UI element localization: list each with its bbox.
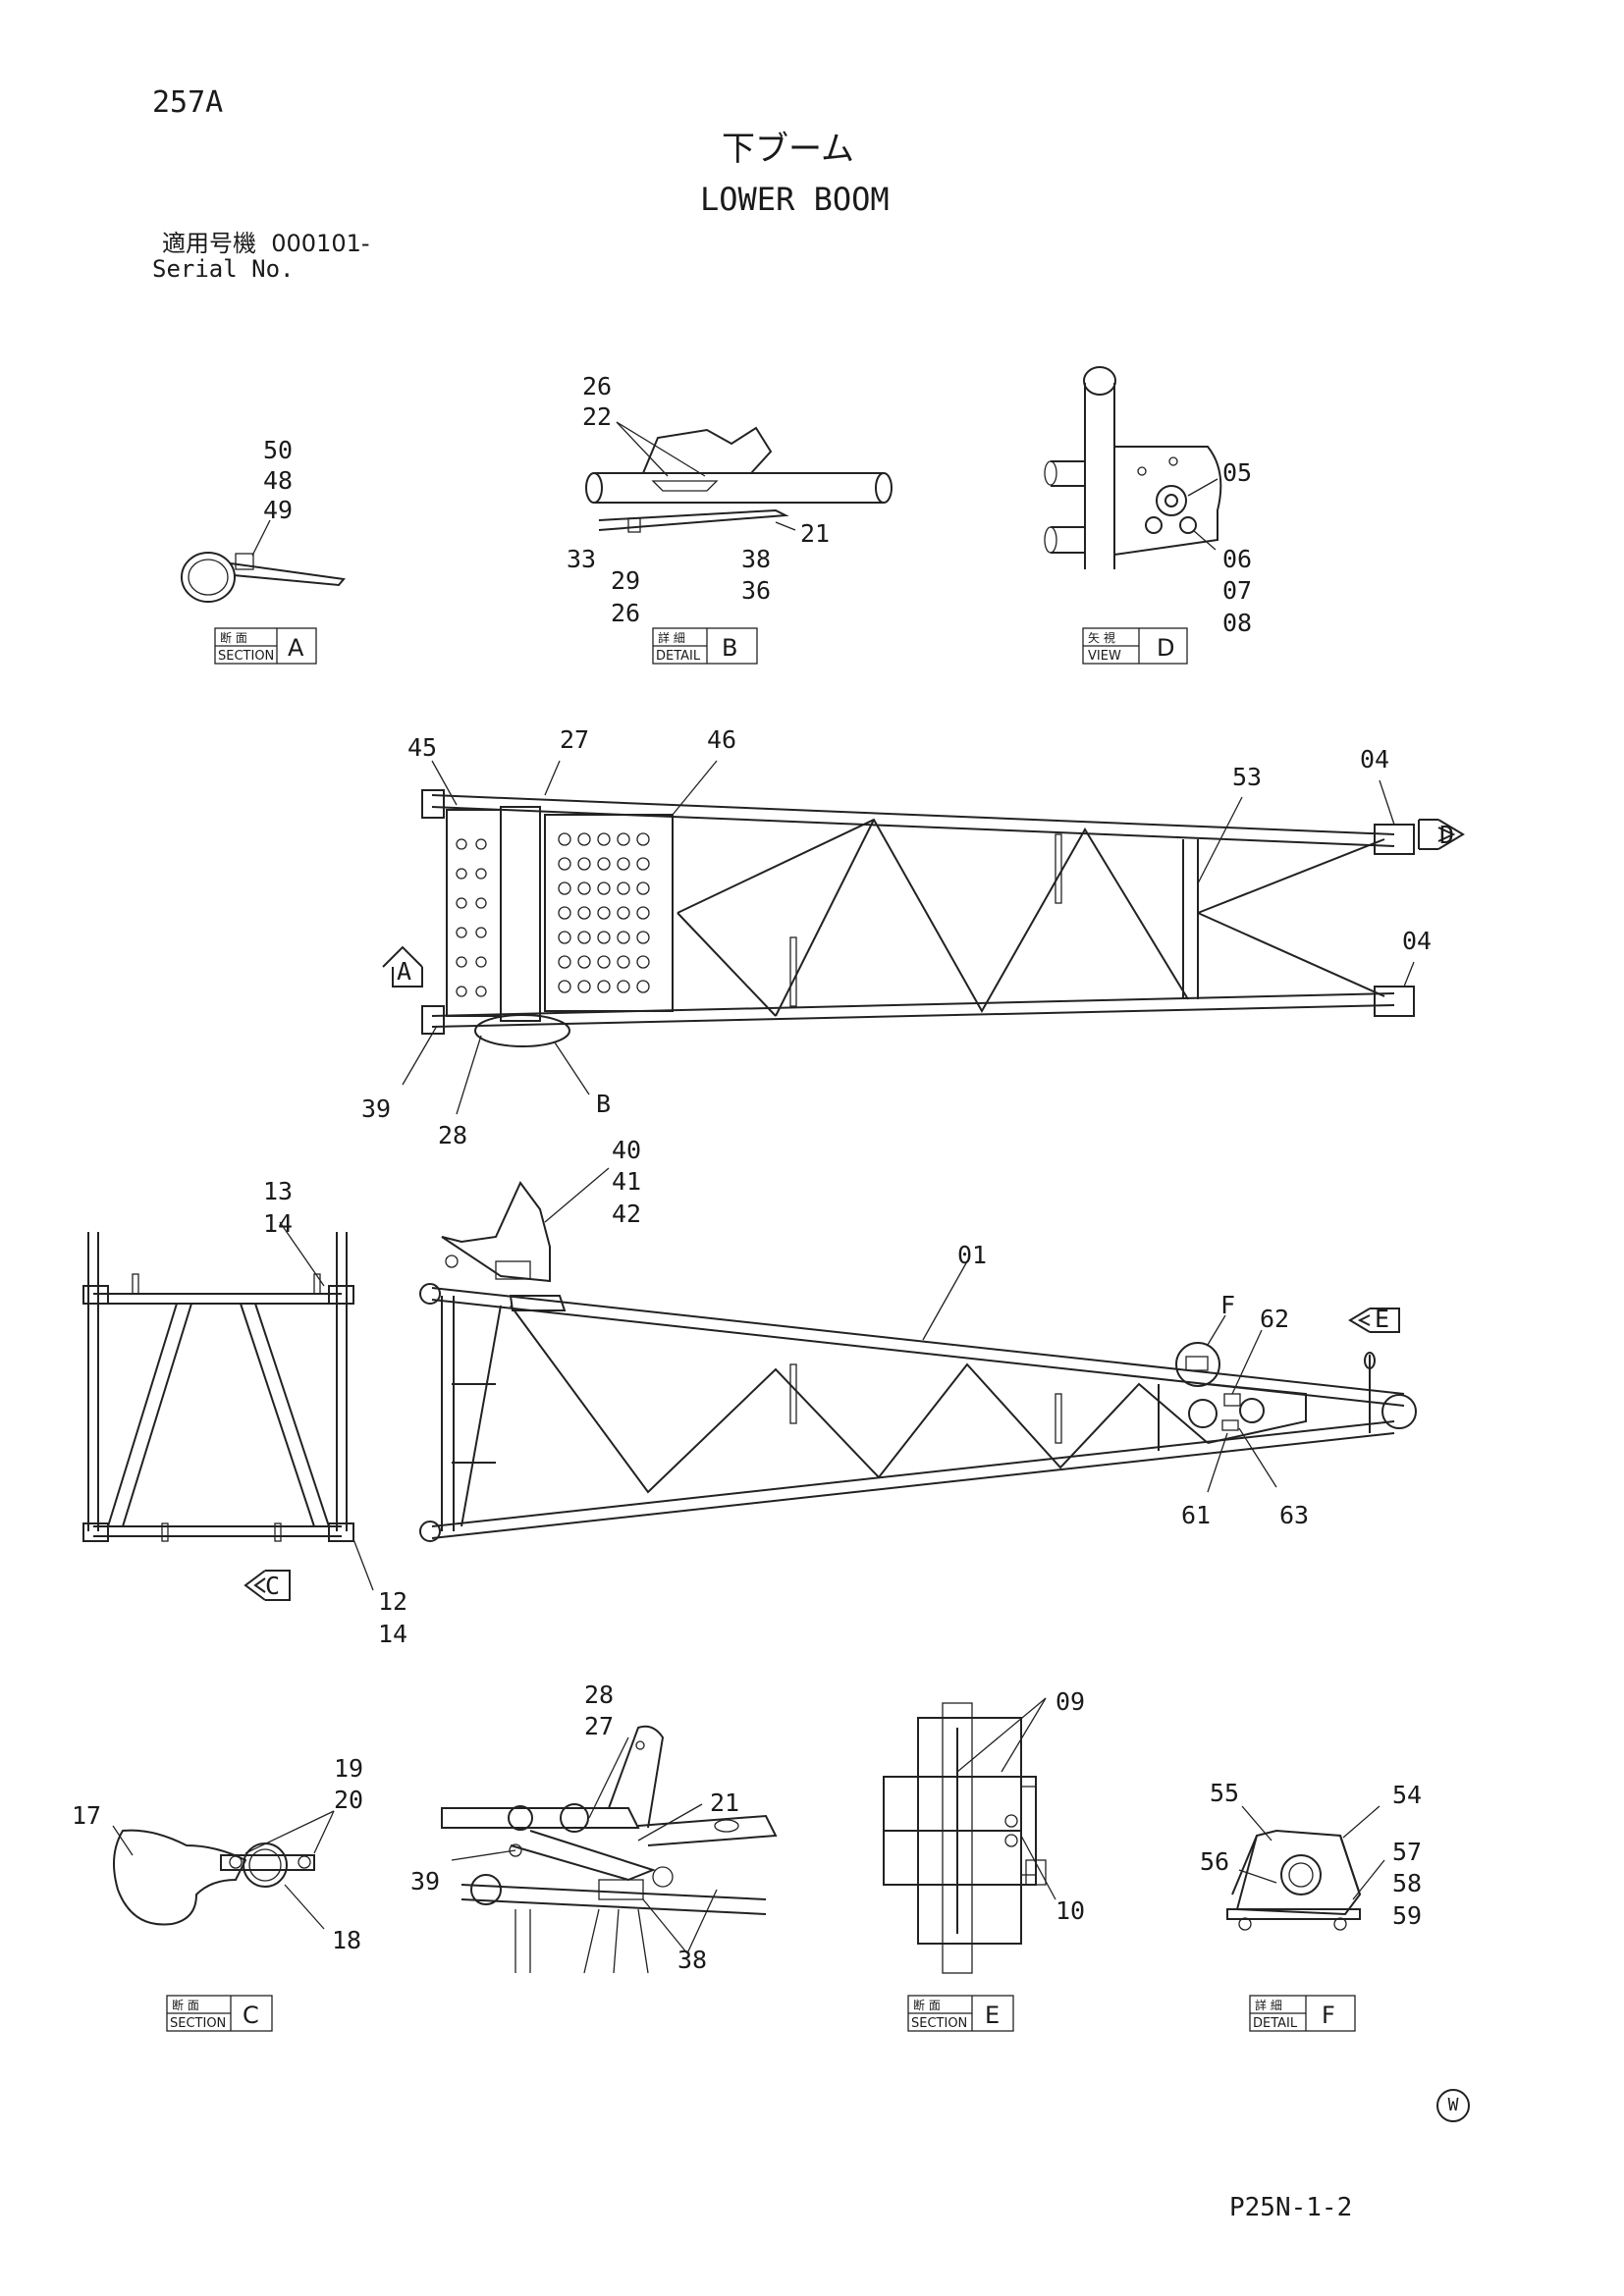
callout-61: 61: [1181, 1501, 1211, 1529]
section-c-jp: 断 面: [172, 1998, 199, 2012]
section-e-drawing: 09 10 断 面 SECTION E: [883, 1687, 1085, 2032]
arrow-c-letter: C: [265, 1572, 280, 1600]
callout-07: 07: [1222, 576, 1252, 605]
callout-41: 41: [612, 1167, 641, 1196]
detail-b-jp: 詳 細: [658, 630, 685, 645]
view-d-en: VIEW: [1088, 649, 1121, 664]
callout-58: 58: [1392, 1869, 1422, 1897]
callout-f-ref: F: [1220, 1291, 1235, 1319]
view-d-jp: 矢 視: [1088, 630, 1115, 645]
callout-13: 13: [263, 1177, 293, 1205]
callout-19: 19: [334, 1754, 363, 1783]
callout-62: 62: [1260, 1305, 1289, 1333]
page-number: 257A: [152, 85, 224, 120]
callout-12: 12: [378, 1587, 407, 1616]
callout-22: 22: [582, 402, 612, 431]
callout-20: 20: [334, 1786, 363, 1814]
section-a-jp: 断 面: [220, 630, 247, 645]
callout-04-lower: 04: [1402, 927, 1432, 955]
detail-b-drawing: 26 22 21 33 29 26 38 36 詳 細 DETAIL B: [567, 372, 893, 665]
callout-56: 56: [1200, 1847, 1229, 1876]
callout-05: 05: [1222, 458, 1252, 487]
callout-10: 10: [1056, 1896, 1085, 1925]
section-a-en: SECTION: [218, 649, 274, 664]
detail-f-jp: 詳 細: [1255, 1998, 1282, 2012]
callout-55: 55: [1210, 1779, 1239, 1807]
callout-26-top: 26: [582, 372, 612, 400]
callout-38: 38: [741, 545, 771, 573]
detail-b-en: DETAIL: [656, 649, 701, 664]
w-mark: W: [1436, 2089, 1470, 2122]
callout-38-mid: 38: [677, 1946, 707, 1974]
callout-57: 57: [1392, 1838, 1422, 1866]
callout-40: 40: [612, 1136, 641, 1164]
boom-end-view: 13 14 12 14 C: [82, 1177, 407, 1648]
detail-f-en: DETAIL: [1253, 2016, 1298, 2031]
callout-21-mid: 21: [710, 1789, 739, 1817]
section-c-en: SECTION: [170, 2016, 226, 2031]
section-e-en: SECTION: [911, 2016, 967, 2031]
callout-27: 27: [560, 725, 589, 754]
callout-33: 33: [567, 545, 596, 573]
callout-09: 09: [1056, 1687, 1085, 1716]
boom-side-view: 40 41 42 01 F 62 61 63 E: [419, 1136, 1417, 1542]
callout-48: 48: [263, 466, 293, 495]
title-english: LOWER BOOM: [700, 181, 890, 218]
detail-f-letter: F: [1322, 2002, 1335, 2029]
serial-label-japanese: 適用号機 000101-: [162, 232, 370, 255]
serial-value: 000101-: [271, 230, 370, 257]
arrow-d-letter: D: [1439, 821, 1454, 849]
serial-label-english: Serial No.: [152, 255, 295, 283]
section-a-letter: A: [288, 634, 304, 662]
section-a-drawing: 50 48 49 断 面 SECTION A: [181, 436, 346, 665]
callout-26-bottom: 26: [611, 599, 640, 627]
view-d-letter: D: [1157, 634, 1174, 662]
callout-08: 08: [1222, 609, 1252, 637]
callout-63: 63: [1279, 1501, 1309, 1529]
callout-14-bottom: 14: [378, 1620, 407, 1648]
callout-06: 06: [1222, 545, 1252, 573]
callout-45: 45: [407, 733, 437, 762]
callout-39: 39: [361, 1095, 391, 1123]
section-e-letter: E: [985, 2002, 1000, 2029]
title-japanese: 下ブーム: [722, 130, 854, 169]
callout-53: 53: [1232, 763, 1262, 791]
detail-f-drawing: 55 54 56 57 58 59 詳 細 DETAIL F: [1200, 1779, 1422, 2032]
callout-b-ref: B: [596, 1090, 611, 1118]
callout-21: 21: [800, 519, 830, 548]
callout-17: 17: [72, 1801, 101, 1830]
callout-46: 46: [707, 725, 736, 754]
callout-04-upper: 04: [1360, 745, 1389, 774]
callout-36: 36: [741, 576, 771, 605]
drawing-code: P25N-1-2: [1229, 2193, 1353, 2222]
serial-label-jp-text: 適用号機: [162, 230, 256, 257]
detail-b-letter: B: [722, 634, 737, 662]
callout-59: 59: [1392, 1901, 1422, 1930]
boom-top-view: 45 27 46 53 04 04 39 28 B A D: [361, 725, 1465, 1149]
section-e-jp: 断 面: [913, 1998, 941, 2012]
callout-49: 49: [263, 496, 293, 524]
callout-39-mid: 39: [410, 1867, 440, 1896]
callout-50: 50: [263, 436, 293, 464]
callout-28: 28: [438, 1121, 467, 1149]
callout-29: 29: [611, 566, 640, 595]
section-c-letter: C: [243, 2002, 259, 2029]
callout-42: 42: [612, 1200, 641, 1228]
callout-54: 54: [1392, 1781, 1422, 1809]
callout-27-mid: 27: [584, 1712, 614, 1740]
callout-28-mid: 28: [584, 1681, 614, 1709]
arrow-e-letter: E: [1375, 1305, 1389, 1333]
callout-18: 18: [332, 1926, 361, 1954]
section-c-drawing: 19 20 17 18 断 面 SECTION C: [72, 1754, 363, 2032]
arrow-a-letter: A: [397, 957, 411, 986]
callout-01: 01: [957, 1241, 987, 1269]
view-d-drawing: 05 06 07 08 矢 視 VIEW D: [1044, 366, 1252, 665]
detail-mid-drawing: 28 27 21 39 38: [410, 1681, 778, 1974]
callout-14-top: 14: [263, 1209, 293, 1238]
